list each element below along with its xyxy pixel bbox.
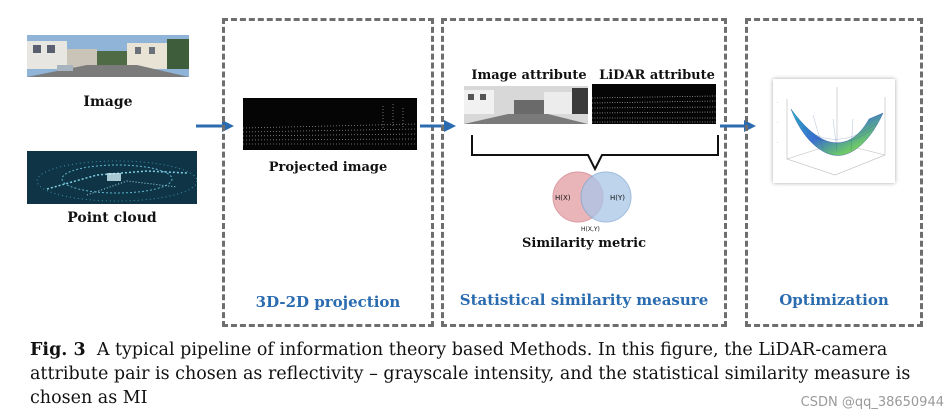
watermark: CSDN @qq_38650944	[800, 395, 944, 410]
flow-arrow-1	[196, 120, 234, 132]
figure-caption: Fig. 3 A typical pipeline of information…	[30, 338, 930, 410]
similarity-stage-title: Statistical similarity measure	[459, 291, 709, 309]
point-cloud-label: Point cloud	[67, 210, 157, 226]
grayscale-image-thumbnail	[464, 86, 588, 124]
svg-text:-: -	[777, 100, 779, 104]
svg-text:-: -	[777, 140, 779, 144]
venn-circle-hy	[580, 171, 632, 223]
optimization-surface-plot: - - -	[773, 79, 895, 183]
projected-image-label: Projected image	[268, 160, 388, 175]
projection-stage-title: 3D-2D projection	[255, 293, 401, 311]
mutual-information-venn-diagram	[552, 171, 632, 223]
similarity-stage: Image attribute LiDAR attribute	[441, 18, 727, 327]
projection-stage: Projected image 3D-2D projection	[222, 18, 434, 327]
svg-text:-: -	[777, 120, 779, 124]
image-label: Image	[83, 94, 133, 110]
optimization-stage: - - - Optimization	[745, 18, 923, 327]
caption-figure-number: Fig. 3	[30, 340, 86, 360]
point-cloud-thumbnail	[27, 151, 197, 204]
similarity-metric-label: Similarity metric	[522, 236, 646, 251]
street-image-thumbnail	[27, 35, 189, 77]
lidar-attribute-label: LiDAR attribute	[599, 68, 715, 83]
venn-label-hxy: H(X,Y)	[581, 226, 600, 233]
venn-label-hx: H(X)	[555, 194, 571, 202]
projected-image-thumbnail	[243, 98, 417, 150]
optimization-stage-title: Optimization	[779, 291, 889, 309]
grouping-brace	[471, 135, 719, 172]
venn-label-hy: H(Y)	[610, 194, 626, 202]
caption-text: A typical pipeline of information theory…	[30, 340, 911, 408]
image-attribute-label: Image attribute	[471, 68, 587, 83]
lidar-attribute-thumbnail	[592, 84, 716, 124]
